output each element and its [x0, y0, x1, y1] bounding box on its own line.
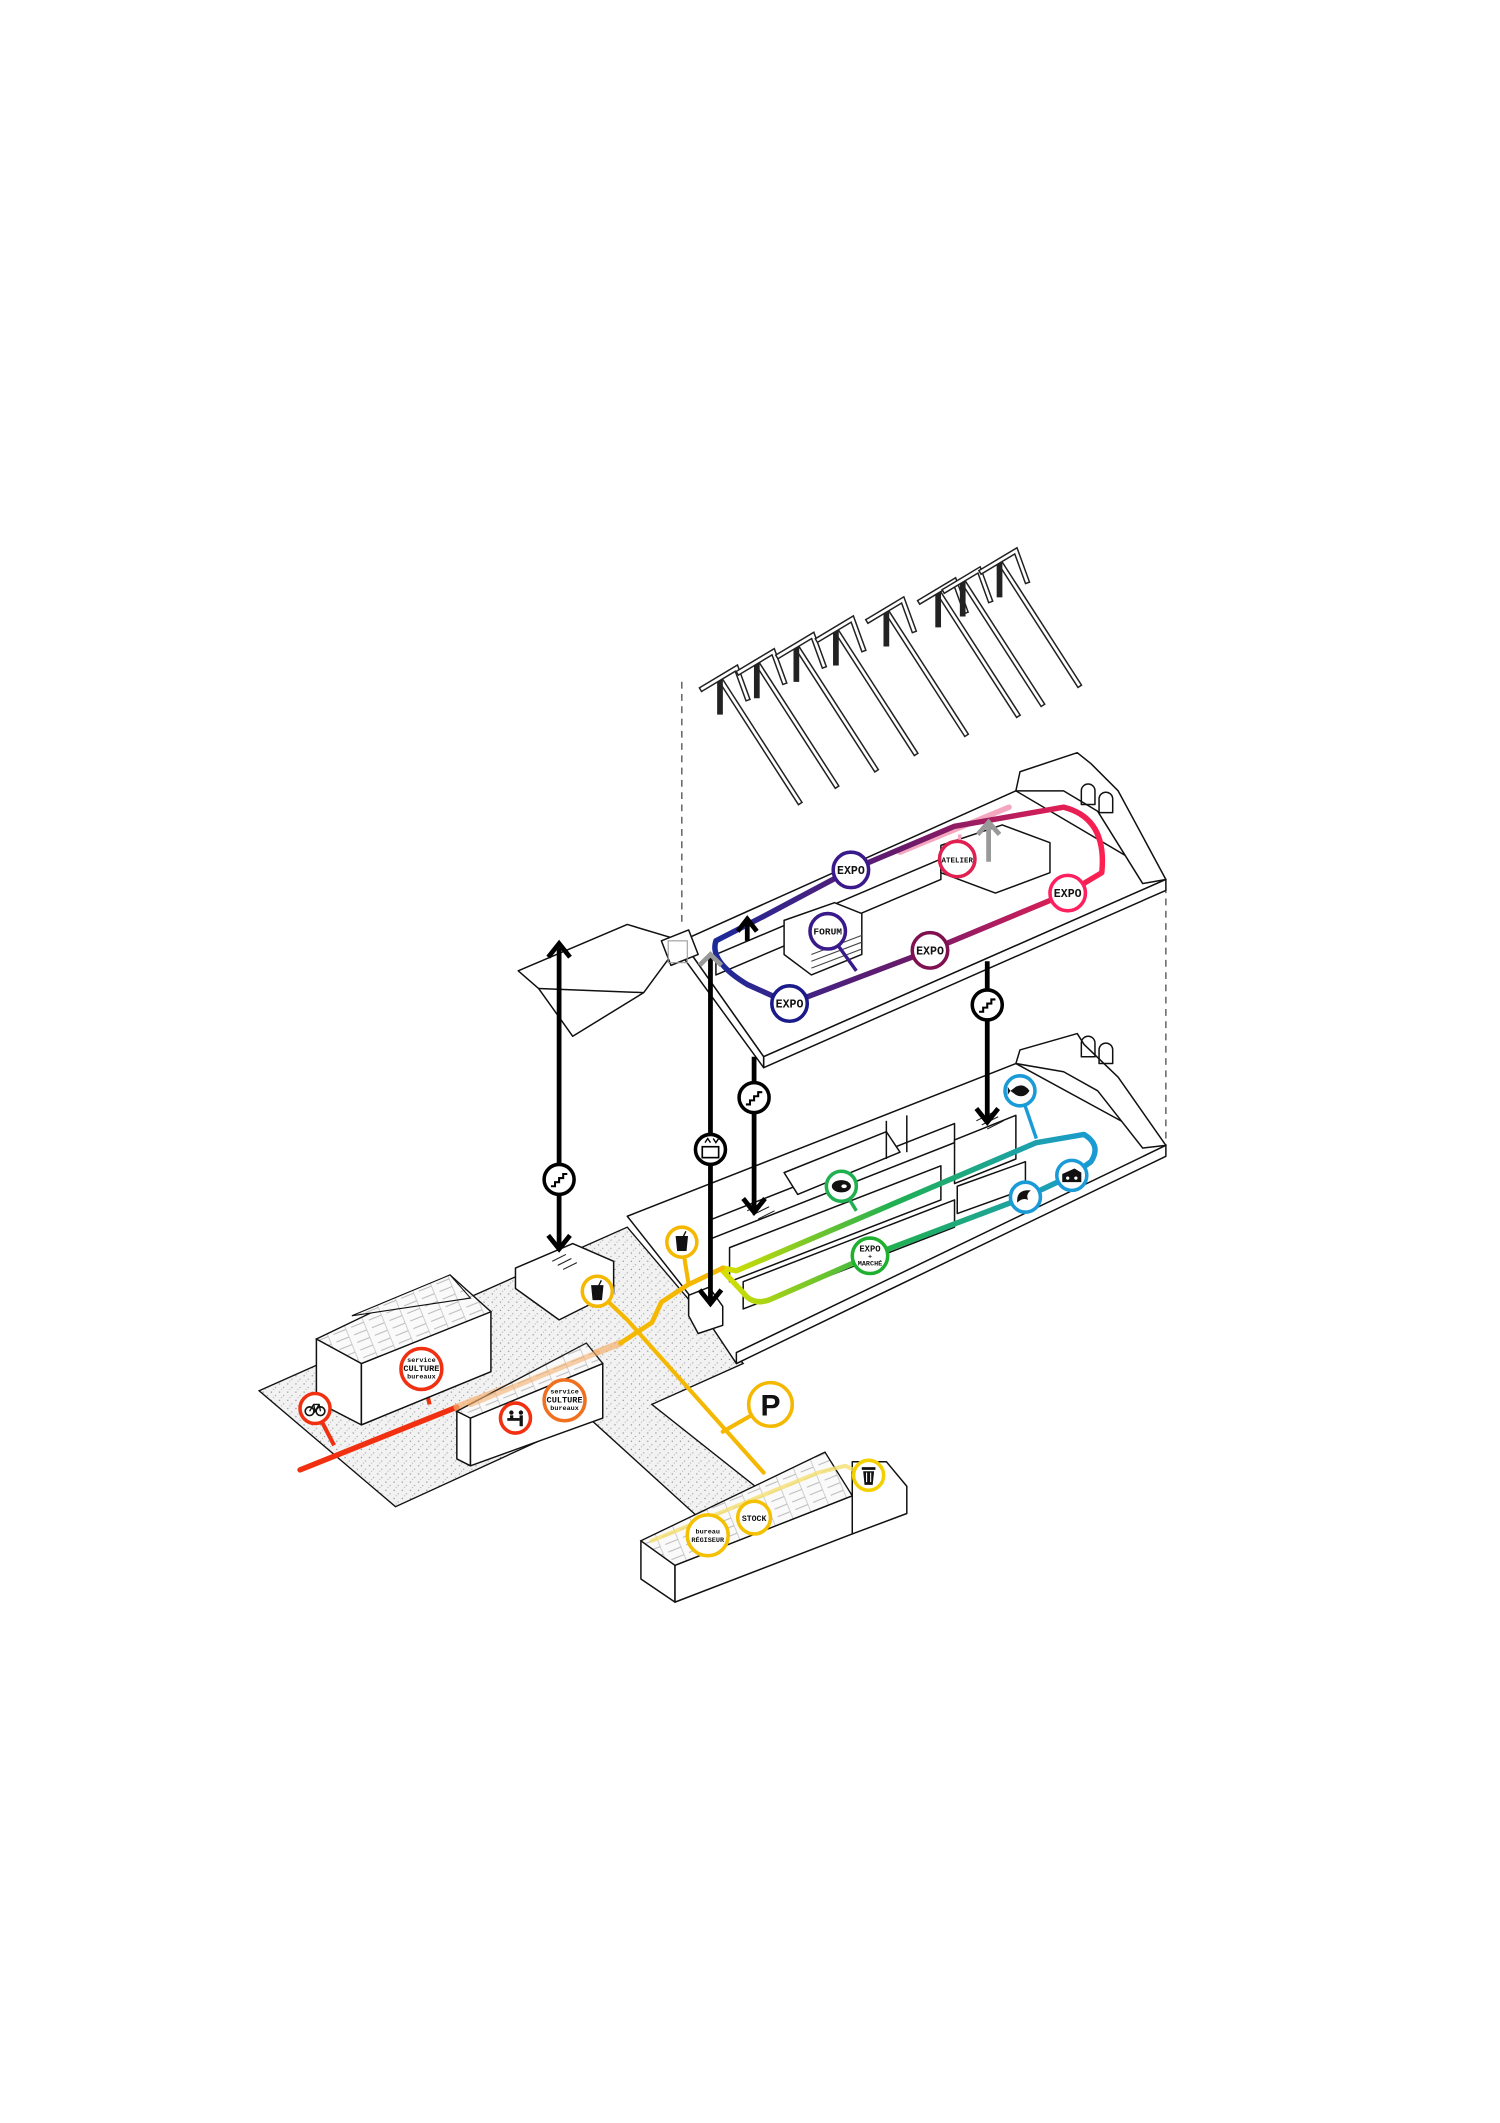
drink-cup-icon: [665, 1225, 699, 1259]
reception-desk-icon: [498, 1401, 533, 1435]
projection-dashed-lines: [681, 681, 1167, 1146]
arrow-up-icon: [697, 951, 724, 968]
bicycle-icon: [298, 1391, 332, 1426]
elevator-icon: [693, 1132, 728, 1167]
arrow-up-icon: [975, 818, 1002, 862]
label-text: bureaux: [407, 1374, 436, 1382]
label-stock: STOCK: [735, 1499, 773, 1536]
arrow-down-icon: [697, 1288, 724, 1308]
label-text: service: [407, 1357, 436, 1365]
label-expo-top: EXPO: [831, 850, 871, 890]
stairs-icon: [737, 1080, 771, 1115]
label-text: EXPO: [776, 999, 804, 1012]
label-expo-right: EXPO: [1048, 873, 1088, 913]
label-text: RÉGISEUR: [691, 1536, 725, 1545]
label-text: EXPO: [859, 1245, 880, 1255]
label-text: CULTURE: [403, 1364, 439, 1374]
drink-cup-icon: [580, 1274, 615, 1309]
parking-letter: P: [760, 1389, 780, 1422]
label-text: EXPO: [837, 865, 865, 878]
fish-icon: [1003, 1074, 1037, 1108]
label-text: EXPO: [1054, 888, 1082, 901]
label-text: CULTURE: [547, 1395, 583, 1405]
steak-icon: [824, 1169, 859, 1204]
parking-sign: P: [746, 1380, 795, 1429]
label-text: STOCK: [742, 1515, 767, 1524]
label-service-culture-orange: service CULTURE bureaux: [542, 1378, 587, 1423]
label-expo-middle: EXPO: [910, 930, 950, 970]
label-text: ATELIER: [942, 857, 974, 865]
label-expo-marche: EXPO + MARCHÉ: [850, 1236, 890, 1276]
stairs-icon: [542, 1162, 576, 1197]
arrow-up-icon: [735, 915, 759, 941]
croissant-icon: [1008, 1180, 1043, 1214]
vertical-circulation: [546, 818, 1002, 1308]
trash-bin-icon: [851, 1458, 886, 1493]
roof-trusses: [698, 551, 1078, 806]
arrow-down-icon: [974, 1107, 1001, 1126]
cheese-icon: [1055, 1158, 1089, 1193]
label-forum: FORUM: [808, 911, 848, 951]
label-text: +: [868, 1254, 872, 1262]
label-service-culture-red: service CULTURE bureaux: [399, 1346, 444, 1392]
arrow-down-icon: [546, 1233, 572, 1253]
arrow-down-icon: [741, 1197, 767, 1216]
arrow-up-icon: [546, 939, 572, 959]
label-bureau-regisseur: bureau RÉGISEUR: [685, 1513, 730, 1558]
label-text: service: [550, 1389, 579, 1397]
label-text: MARCHÉ: [858, 1259, 882, 1268]
label-text: bureau: [695, 1528, 719, 1536]
ground-floor-level: [514, 1032, 1167, 1365]
label-text: EXPO: [916, 945, 944, 958]
label-expo-left: EXPO: [770, 984, 810, 1024]
stairs-icon: [970, 988, 1005, 1022]
label-atelier: ATELIER: [937, 839, 977, 879]
label-text: bureaux: [550, 1405, 579, 1413]
label-text: FORUM: [813, 927, 842, 938]
